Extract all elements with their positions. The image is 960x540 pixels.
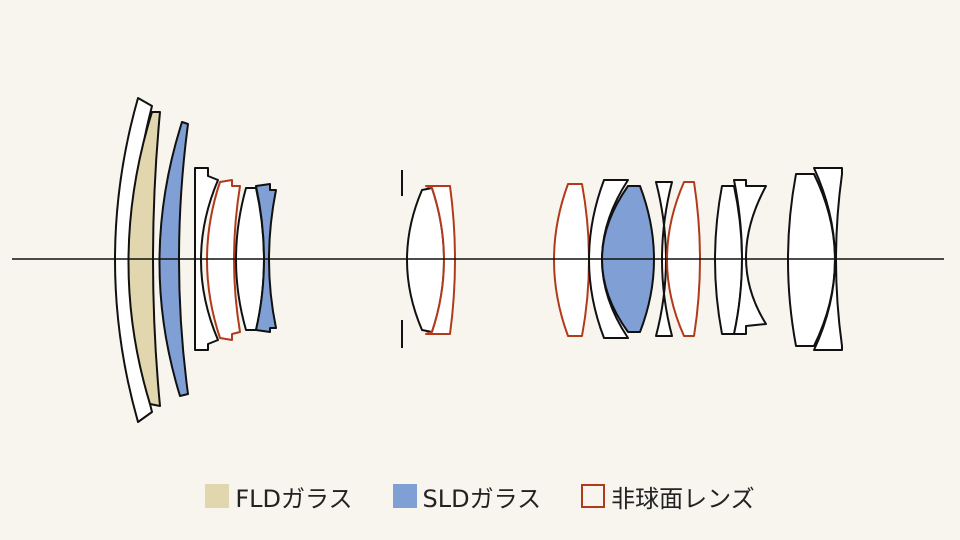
legend-item-sld: SLDガラス [392,479,542,514]
lens-element-10-aspheric [553,183,590,337]
legend-label-fld: FLDガラス [235,484,353,513]
legend-swatch-aspheric [581,484,606,508]
legend-swatch-fld [205,484,230,508]
legend-item-fld: FLDガラス [205,479,353,514]
legend-label-sld: SLDガラス [422,484,542,513]
lens-element-7-sld [255,183,277,333]
lens-element-5-aspheric [206,179,241,341]
lens-element-16 [733,179,767,335]
legend-label-aspheric: 非球面レンズ [611,484,755,513]
lens-element-9-aspheric [425,185,456,335]
lens-element-18 [813,167,843,351]
legend-item-aspheric: 非球面レンズ [581,479,755,514]
legend: FLDガラス SLDガラス 非球面レンズ [0,474,960,518]
legend-swatch-sld [392,484,417,508]
lens-element-4 [194,167,219,351]
